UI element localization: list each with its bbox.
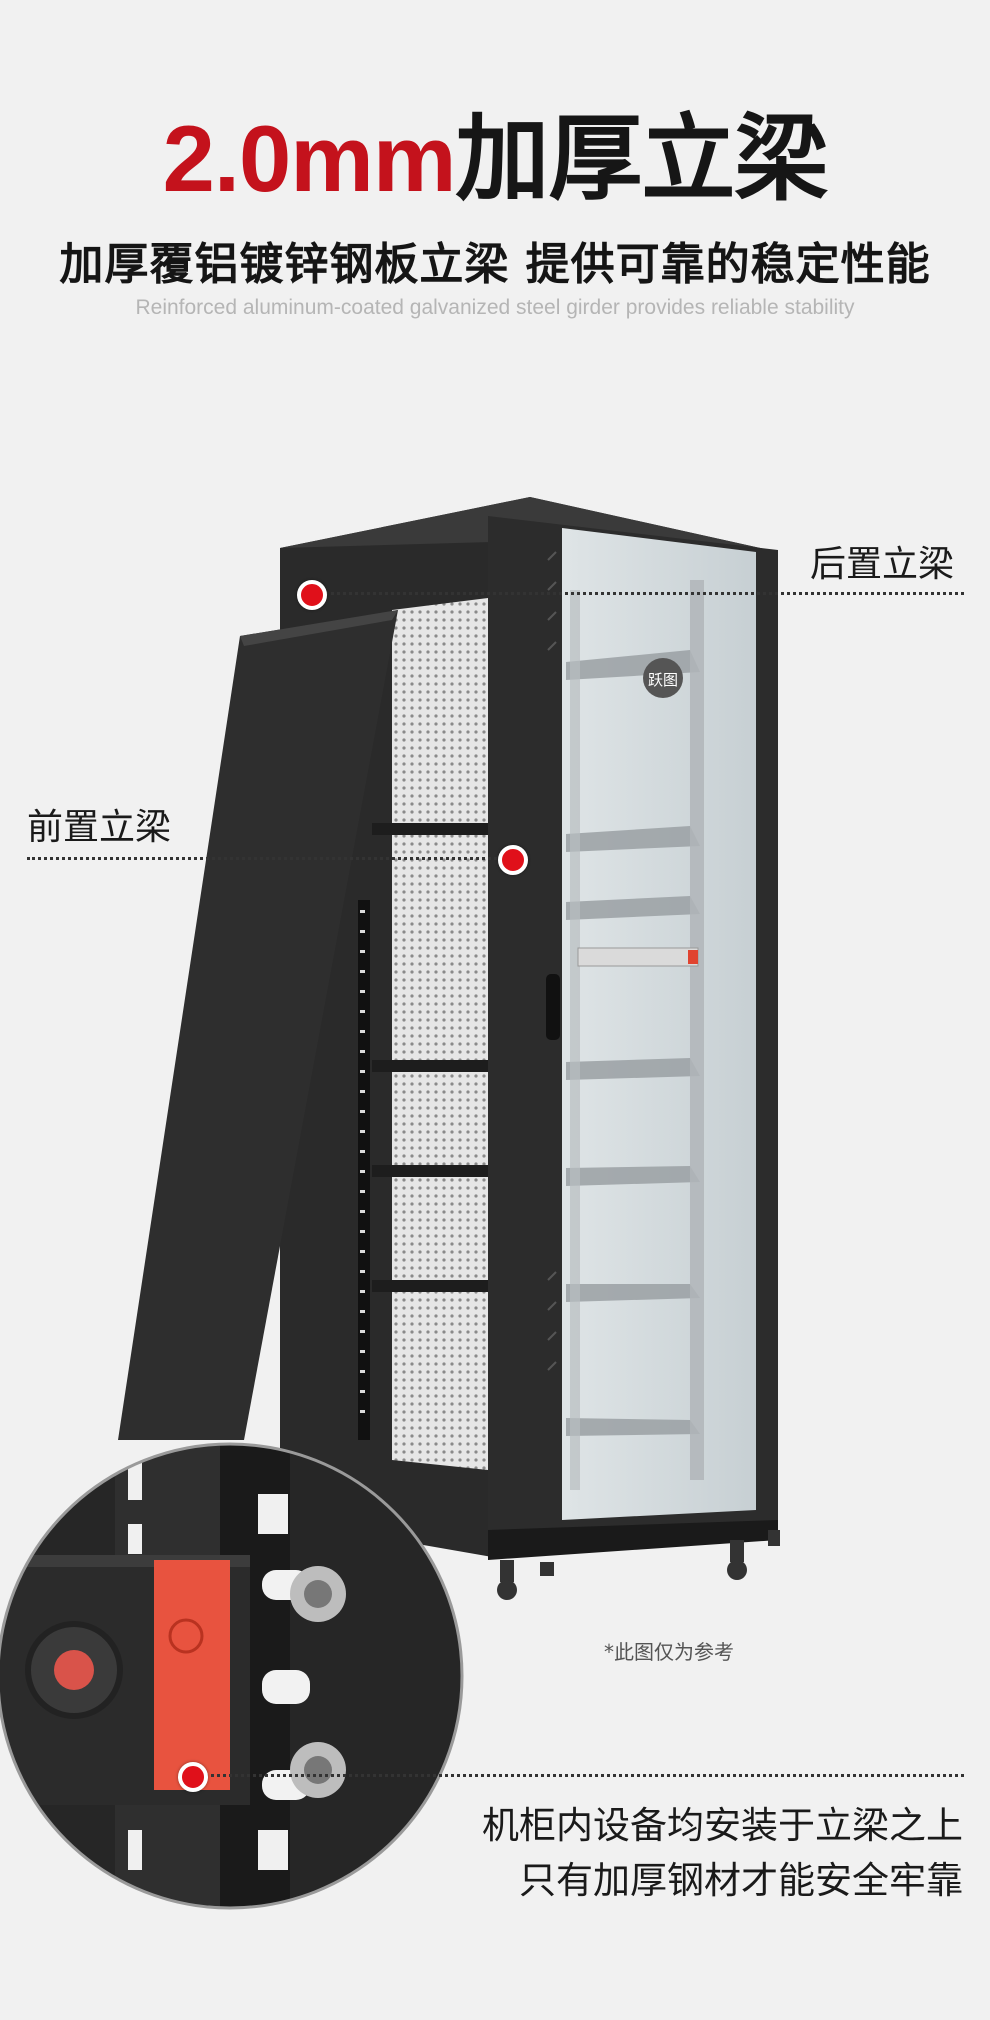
front-girder-marker bbox=[498, 845, 528, 875]
callout-rear-girder: 后置立梁 bbox=[810, 544, 955, 585]
side-panel bbox=[118, 610, 398, 1440]
front-girder-leader-line bbox=[27, 857, 509, 860]
glass-door bbox=[562, 528, 756, 1520]
subtitle: 加厚覆铝镀锌钢板立梁 提供可靠的稳定性能 bbox=[59, 239, 931, 290]
brand-badge bbox=[643, 658, 683, 698]
bracket-leader-line bbox=[192, 1774, 964, 1777]
bottom-text-line1: 机柜内设备均安装于立梁之上 bbox=[482, 1804, 963, 1847]
rear-girder-leader-line bbox=[312, 592, 964, 595]
bottom-text-line2: 只有加厚钢材才能安全牢靠 bbox=[519, 1859, 963, 1902]
headline: 2.0mm加厚立梁 bbox=[0, 104, 990, 215]
bracket-marker bbox=[178, 1762, 208, 1792]
headline-title: 加厚立梁 bbox=[455, 105, 828, 214]
headline-thickness: 2.0mm bbox=[162, 106, 457, 211]
zoom-detail-circle bbox=[0, 1442, 464, 1910]
callout-front-girder: 前置立梁 bbox=[27, 807, 172, 848]
rear-girder-marker bbox=[297, 580, 327, 610]
brand-badge-text: 跃图 bbox=[648, 671, 678, 689]
bracket-label bbox=[154, 1560, 230, 1790]
reference-note: *此图仅为参考 bbox=[604, 1640, 734, 1664]
subtitle-english: Reinforced aluminum-coated galvanized st… bbox=[135, 296, 855, 319]
